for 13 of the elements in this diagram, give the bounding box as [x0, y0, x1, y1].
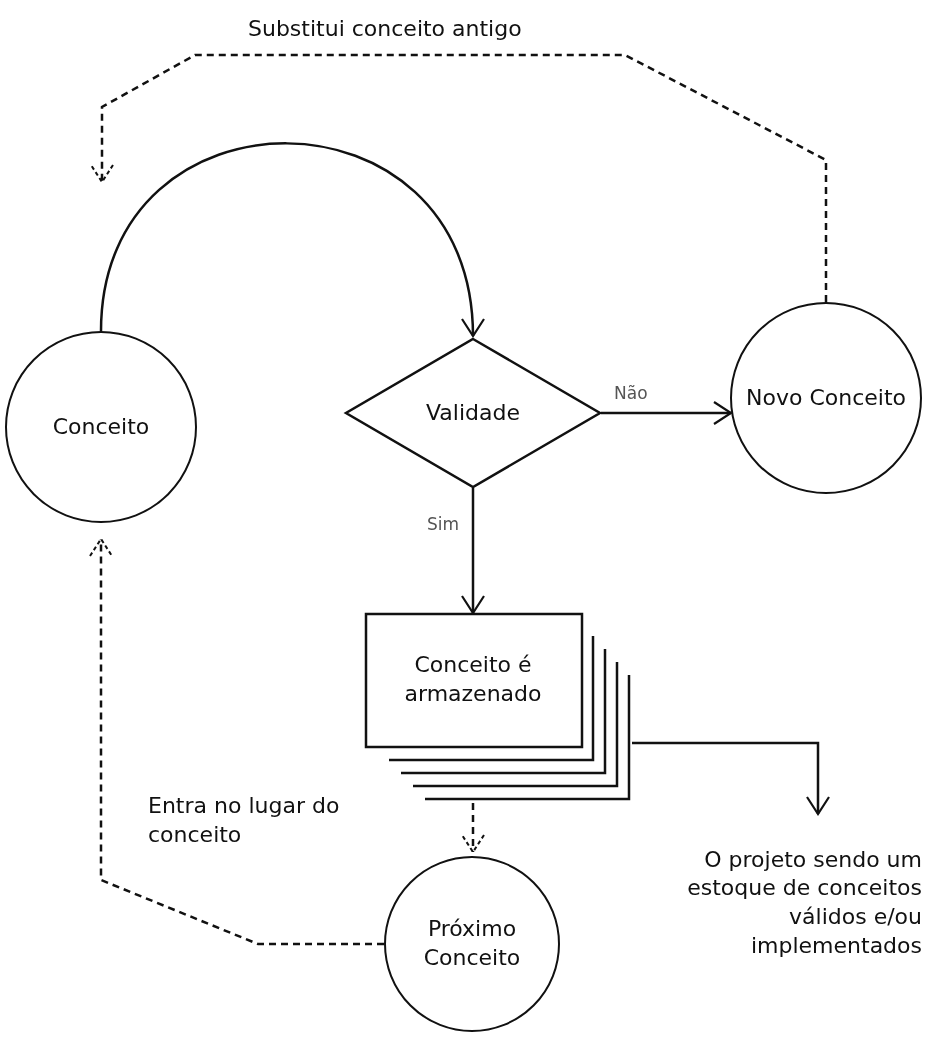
arrow	[601, 400, 733, 426]
arrow	[99, 142, 483, 338]
dashed-arrow	[90, 53, 828, 302]
node-label: Conceito é armazenado	[403, 651, 543, 708]
outcome-text: O projeto sendo um estoque de conceitos válidos e/ou implementados	[686, 845, 922, 960]
node-label: Validade	[426, 398, 520, 427]
node-label: Novo Conceito	[746, 383, 906, 412]
node-label: Próximo Conceito	[422, 915, 522, 972]
arrow	[460, 488, 486, 615]
node-label: Conceito	[52, 412, 150, 441]
dashed-arrow	[89, 538, 384, 946]
dashed-arrow	[461, 803, 485, 853]
arrow	[632, 741, 831, 816]
